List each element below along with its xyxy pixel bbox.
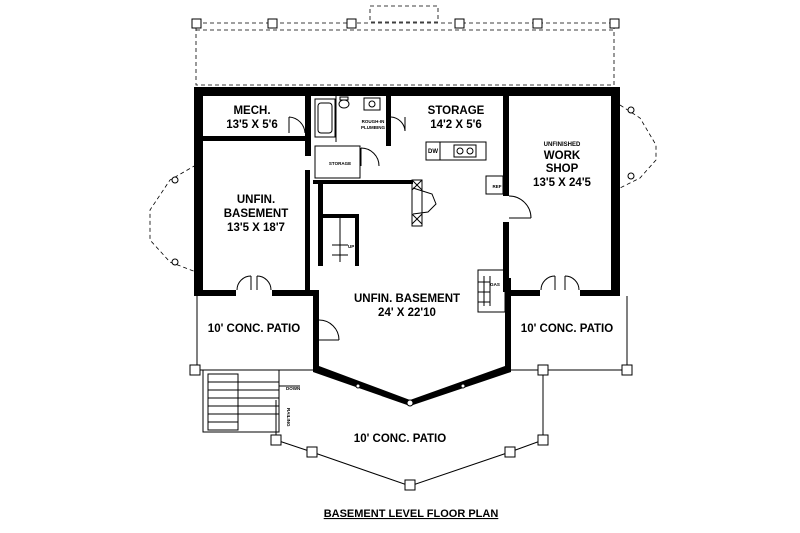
gas-label: GAS [490,282,500,287]
storage-room-size: 14'2 X 5'6 [430,119,482,131]
unfin-left-name-2: BASEMENT [224,208,289,220]
railing-label: RAILING [286,408,291,427]
dishwasher-label: DW [428,149,438,155]
patio-outline [189,296,633,491]
left-bay-outline [149,164,197,273]
workshop-name-2: SHOP [546,163,579,175]
refrigerator-label: REF [493,184,502,189]
right-bay-outline [619,104,657,189]
interior-stair [332,179,437,262]
patio-bottom-label: 10' CONC. PATIO [354,433,446,445]
stair-up-label: UP [348,244,354,249]
door-swings [236,116,580,341]
unfin-left-size: 13'5 X 18'7 [227,222,285,234]
interior-walls [203,96,580,296]
mech-room-size: 13'5 X 5'6 [226,119,278,131]
upper-deck-outline [191,5,620,86]
exterior-walls [194,87,620,406]
patio-left-label: 10' CONC. PATIO [208,323,300,335]
mech-room-name: MECH. [233,105,270,117]
storage-room-name: STORAGE [428,105,485,117]
storage-closet [314,145,380,179]
unfin-main-name: UNFIN. BASEMENT [354,293,460,305]
unfin-left-name-1: UNFIN. [237,194,275,206]
workshop-size: 13'5 X 24'5 [533,177,592,189]
plan-title: BASEMENT LEVEL FLOOR PLAN [324,508,499,520]
rough-in-label-1: ROUGH-IN [362,119,385,124]
bathroom-fixtures [314,96,381,142]
angled-wall-windows [355,383,466,407]
unfin-main-size: 24' X 22'10 [378,307,436,319]
stair-down-label: DOWN [286,386,300,391]
gas-fireplace [477,269,506,313]
workshop-name-1: WORK [544,150,581,162]
rough-in-label-2: PLUMBING [361,125,385,130]
exterior-stair [202,369,300,433]
workshop-unfinished-label: UNFINISHED [544,142,581,148]
patio-right-label: 10' CONC. PATIO [521,323,613,335]
storage-small-label: STORAGE [329,161,351,166]
kitchenette [425,141,504,195]
